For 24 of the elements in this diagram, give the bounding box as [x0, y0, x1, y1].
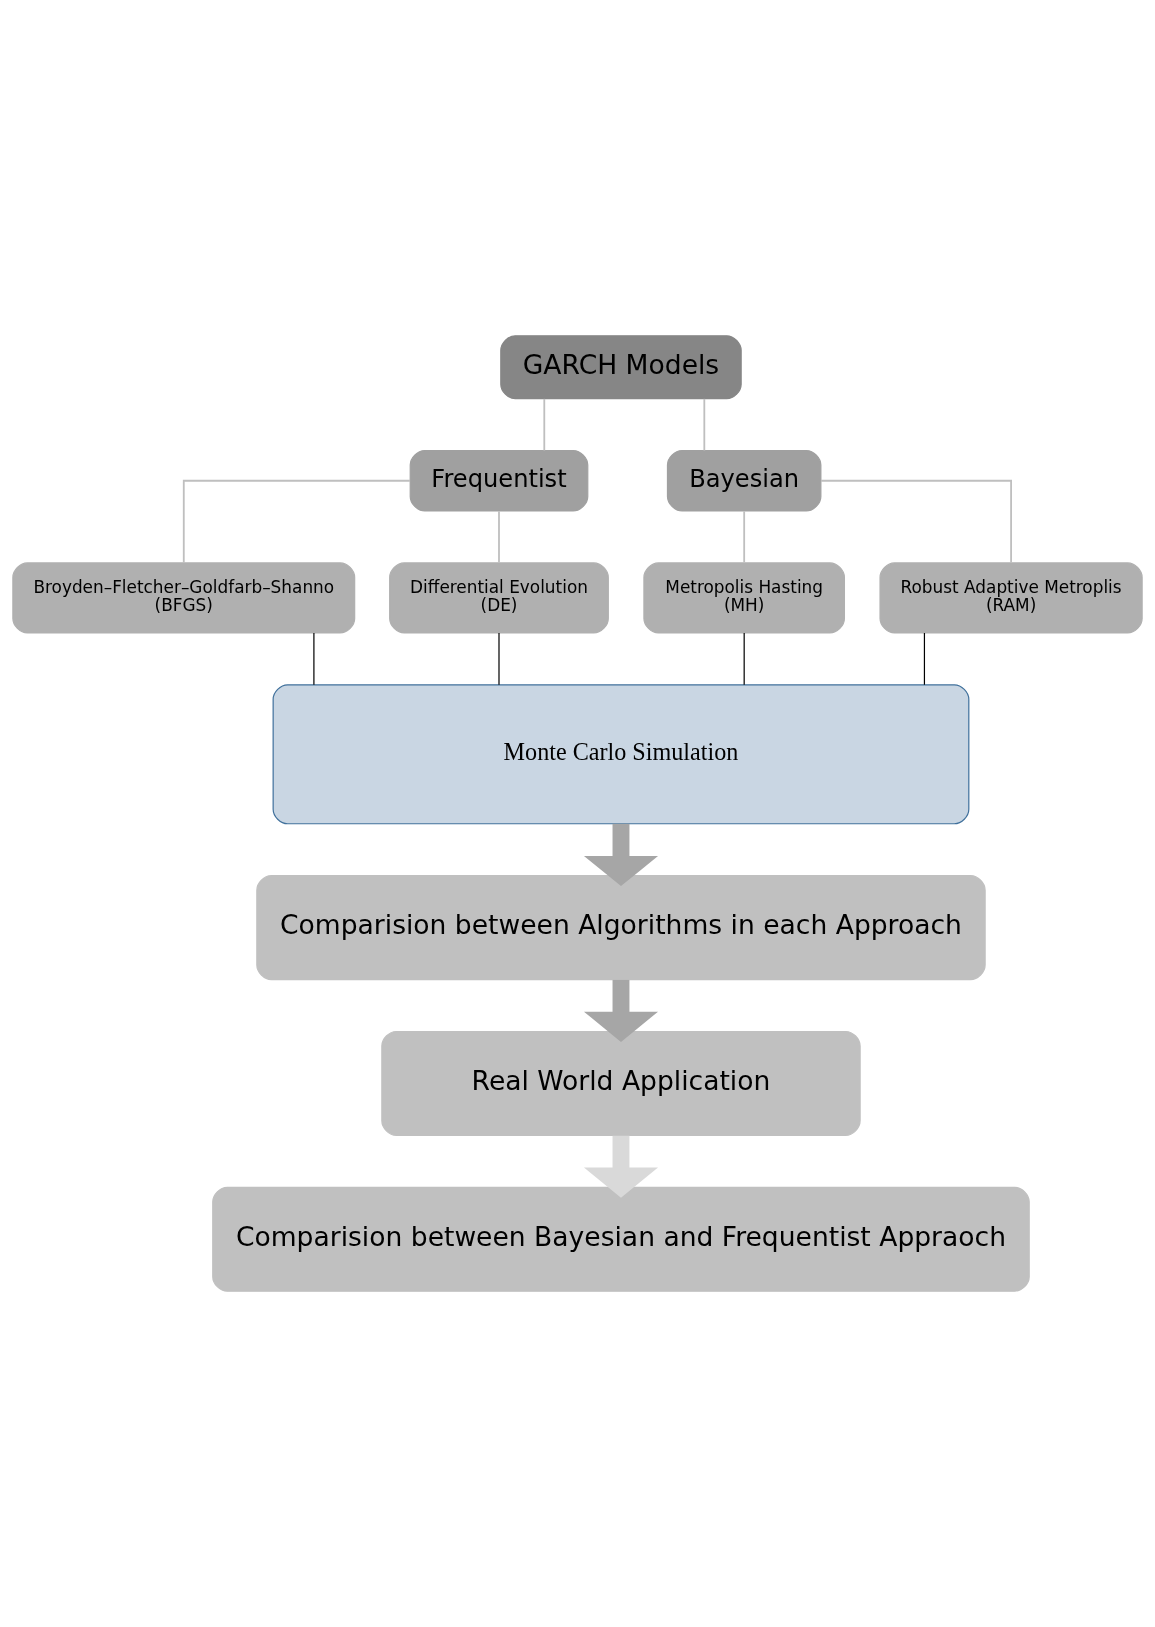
connector — [820, 479, 1012, 564]
connector — [743, 510, 746, 564]
connector — [743, 632, 745, 686]
connector — [498, 632, 500, 686]
node-box: Bayesian — [666, 449, 822, 512]
node-box: Metropolis Hasting (MH) — [643, 562, 845, 634]
connector — [182, 479, 411, 564]
node-box: GARCH Models — [500, 335, 742, 400]
connector — [313, 632, 315, 686]
connector — [498, 510, 500, 564]
node-box: Differential Evolution (DE) — [389, 562, 609, 634]
node-box: Comparision between Algorithms in each Approach — [256, 875, 986, 981]
connector — [543, 397, 546, 452]
arrow — [583, 979, 659, 1042]
node-box: Frequentist — [409, 449, 589, 512]
connector — [923, 632, 926, 686]
node-box: Robust Adaptive Metroplis (RAM) — [879, 562, 1143, 634]
node-box: Comparision between Bayesian and Frequentist Appraoch — [212, 1186, 1030, 1292]
node-box: Real World Application — [381, 1030, 861, 1136]
arrow — [583, 1135, 659, 1198]
node-box: Monte Carlo Simulation — [272, 684, 970, 825]
connector — [703, 397, 706, 452]
node-box: Broyden–Fletcher–Goldfarb–Shanno (BFGS) — [12, 562, 356, 634]
arrow — [583, 823, 659, 887]
